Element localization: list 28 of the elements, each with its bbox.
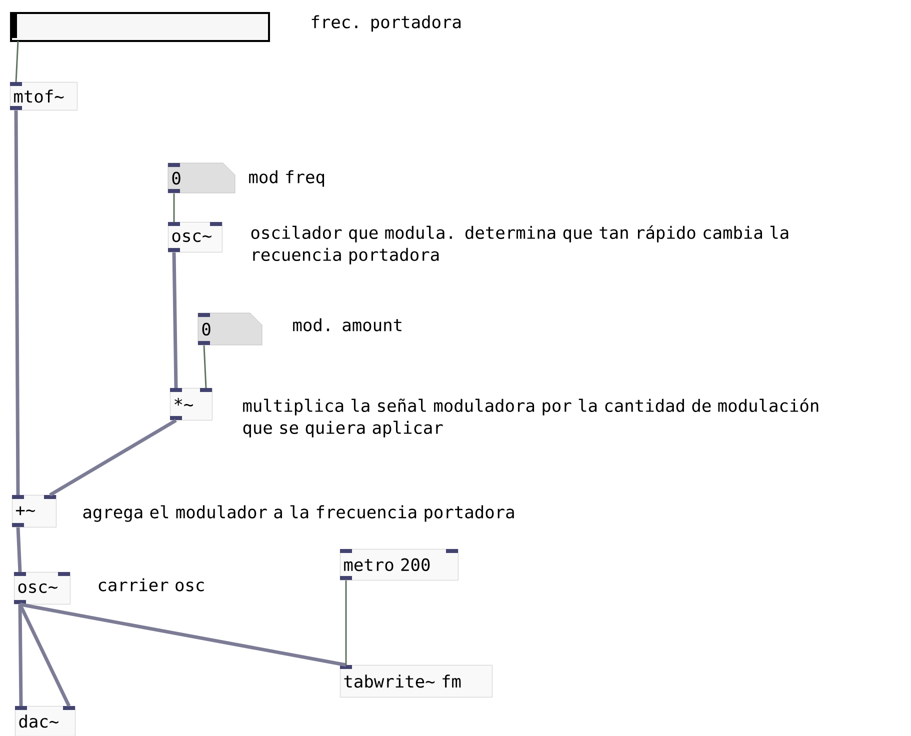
comment-text: carrier osc — [98, 578, 204, 592]
connection-line — [18, 604, 23, 706]
connection-line — [15, 40, 19, 82]
object-box: *~ — [170, 388, 212, 420]
object-box: mtof~ — [10, 82, 78, 110]
connection-line — [172, 252, 178, 388]
slider — [10, 12, 270, 42]
connection-line — [49, 418, 177, 496]
number-box: 0 — [168, 162, 236, 194]
number-box: 0 — [198, 312, 262, 346]
comment-text: oscilador que modula. determina que tan rápido cambia la recuencia portadora — [251, 225, 788, 264]
comment-text: agrega el modulador a la frecuencia portadora — [83, 505, 514, 522]
object-box: metro 200 — [340, 549, 458, 580]
object-box: dac~ — [15, 706, 76, 736]
connection-line — [173, 193, 175, 222]
comment-text: frec. portadora — [312, 15, 461, 32]
object-box: +~ — [12, 495, 56, 528]
object-box: osc~ — [14, 572, 70, 604]
connection-line — [16, 527, 22, 572]
connection-line — [20, 602, 346, 667]
object-box: tabwrite~ fm — [340, 665, 492, 698]
comment-text: mod. amount — [293, 318, 402, 332]
comment-text: mod freq — [249, 170, 324, 187]
connection-line — [14, 110, 20, 495]
connection-line — [345, 580, 347, 665]
object-box: osc~ — [168, 222, 222, 252]
comment-text: multiplica la señal moduladora por la cantidad de modulación que se quiera aplicar — [243, 398, 818, 438]
connection-line — [203, 345, 207, 388]
